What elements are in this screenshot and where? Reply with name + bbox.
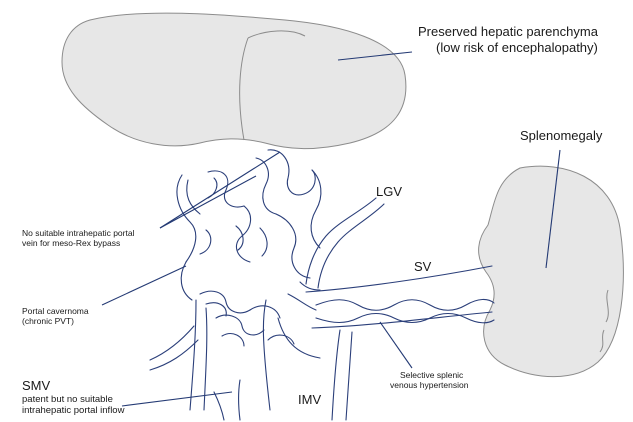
smv-desc-line1: patent but no suitable (22, 394, 124, 405)
spleen-label: Splenomegaly (520, 128, 602, 144)
portal-cavernoma-vessels (150, 150, 321, 410)
sv-label: SV (414, 259, 431, 275)
liver-shape (62, 13, 406, 149)
smv-label: SMV patent but no suitable intrahepatic … (22, 378, 124, 416)
spleen-label-text: Splenomegaly (520, 128, 602, 144)
cavernoma-label: Portal cavernoma (chronic PVT) (22, 306, 89, 326)
no-portal-vein-line1: No suitable intrahepatic portal (22, 228, 134, 238)
spleen-shape (479, 166, 624, 376)
imv-vessel (332, 330, 352, 420)
splenic-vein (306, 266, 494, 328)
lgv-vessel (306, 198, 384, 288)
cavernoma-line2: (chronic PVT) (22, 316, 89, 326)
liver-label-line1: Preserved hepatic parenchyma (418, 24, 598, 40)
smv-title: SMV (22, 378, 124, 394)
smv-desc-line2: intrahepatic portal inflow (22, 405, 124, 416)
imv-label: IMV (298, 392, 321, 408)
smv-vessel (214, 380, 240, 420)
lgv-label: LGV (376, 184, 402, 200)
no-portal-vein-line2: vein for meso-Rex bypass (22, 238, 134, 248)
imv-label-text: IMV (298, 392, 321, 408)
splenic-htn-line1: Selective splenic (390, 370, 468, 380)
sv-label-text: SV (414, 259, 431, 275)
liver-label: Preserved hepatic parenchyma (low risk o… (418, 24, 598, 55)
lgv-label-text: LGV (376, 184, 402, 200)
no-portal-vein-label: No suitable intrahepatic portal vein for… (22, 228, 134, 248)
cavernoma-line1: Portal cavernoma (22, 306, 89, 316)
splenic-htn-line2: venous hypertension (390, 380, 468, 390)
splenic-htn-label: Selective splenic venous hypertension (390, 370, 468, 390)
liver-label-line2: (low risk of encephalopathy) (418, 40, 598, 56)
